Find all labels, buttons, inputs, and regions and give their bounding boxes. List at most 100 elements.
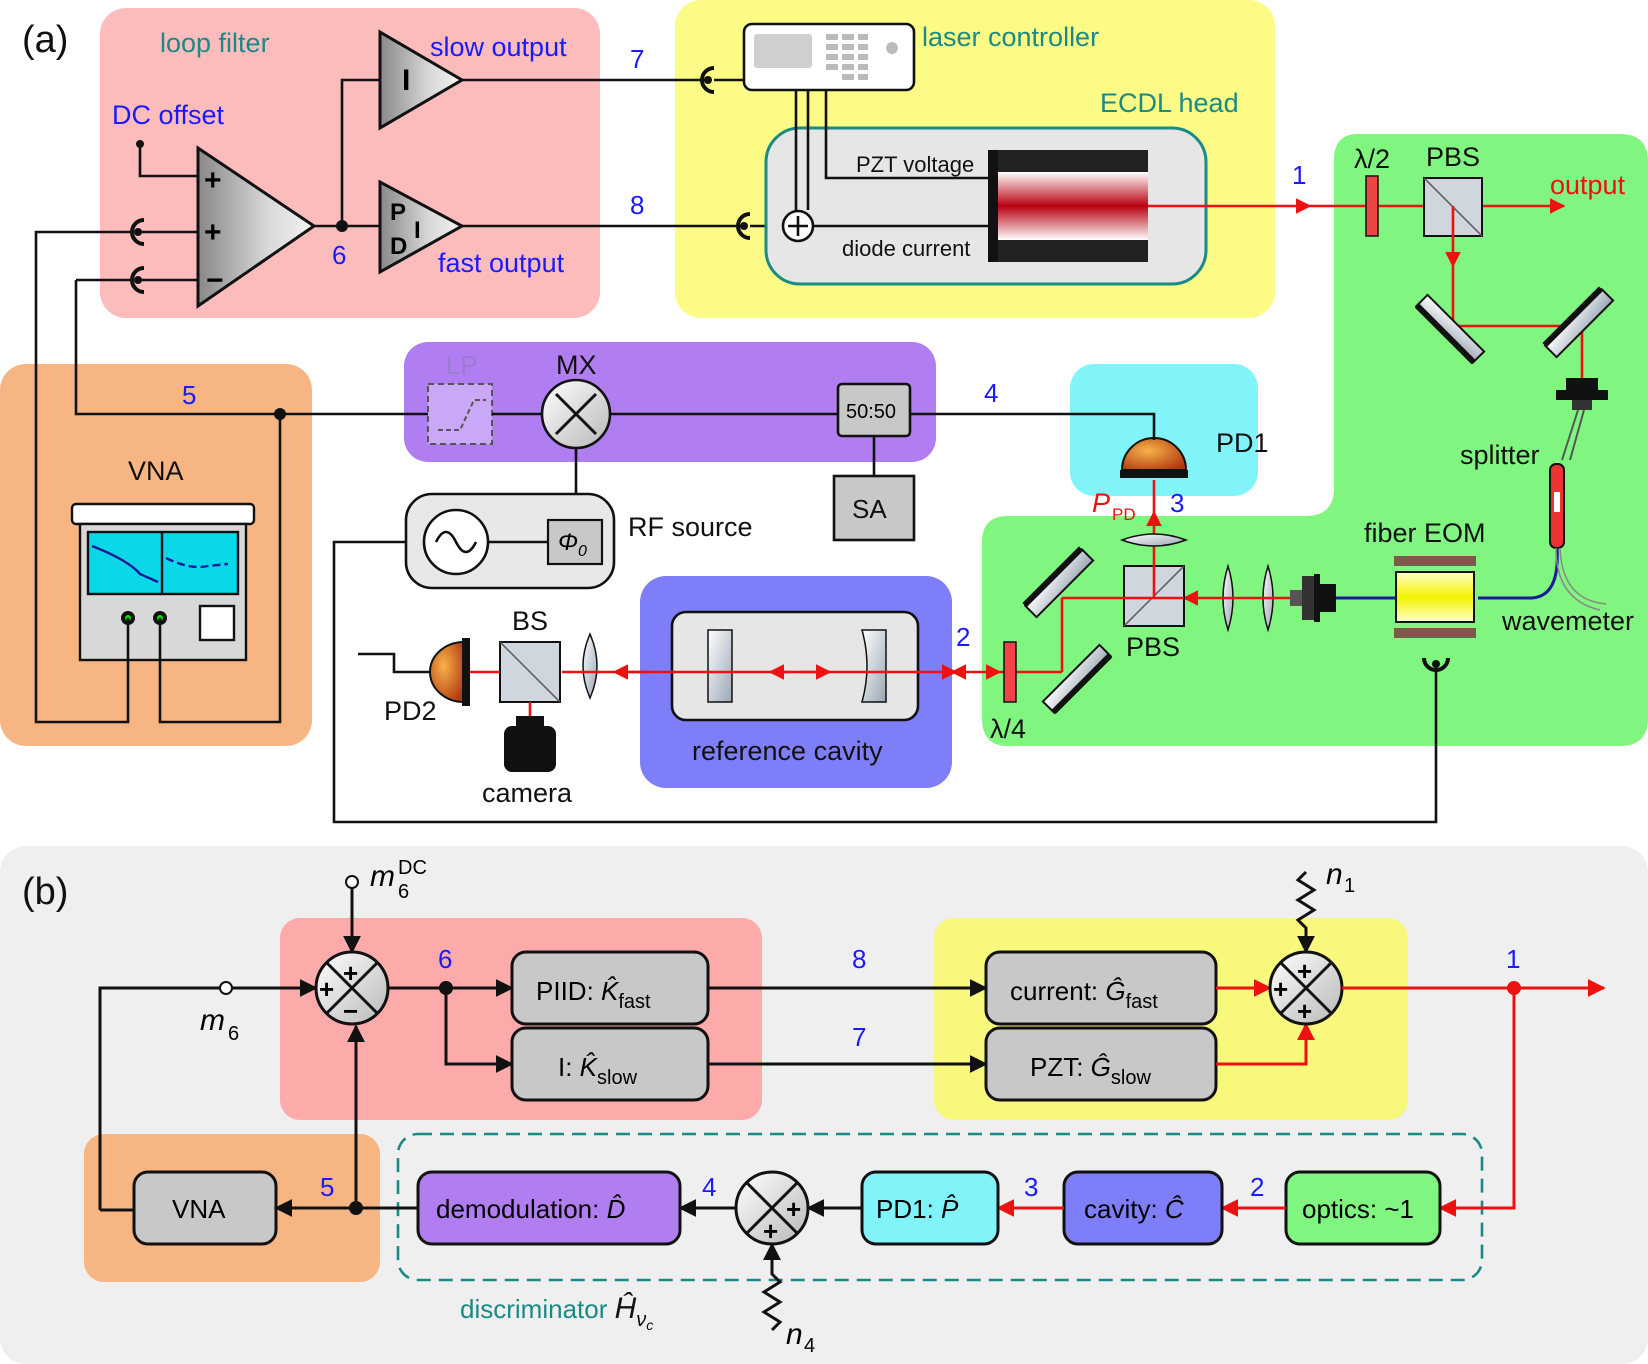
node-1-label: 1 <box>1292 160 1306 190</box>
m6dc-main: m <box>370 860 395 893</box>
integrator-label: I <box>402 64 410 97</box>
ppd-main: P <box>1092 488 1110 518</box>
node-3-label: 3 <box>1170 488 1184 518</box>
b-sum-node-laser: + + + <box>1268 950 1344 1026</box>
svg-text:+: + <box>343 958 358 988</box>
integrator-amplifier <box>378 29 465 131</box>
m6-main: m <box>200 1004 225 1037</box>
node-8-label: 8 <box>630 190 644 220</box>
cavity-flat-mirror <box>707 629 733 703</box>
bs-label: BS <box>512 606 548 636</box>
diode-current-label: diode current <box>842 236 970 261</box>
n1-sub: 1 <box>1344 875 1355 897</box>
b-node-5-label: 5 <box>320 1172 334 1202</box>
pid-d-label: D <box>390 233 407 260</box>
phase-shifter <box>546 518 604 566</box>
b-optics-label: optics: ~1 <box>1302 1194 1414 1224</box>
lens-left <box>582 632 598 700</box>
b-node-1-label: 1 <box>1506 944 1520 974</box>
b-node-2-label: 2 <box>1250 1172 1264 1202</box>
beam-splitter <box>499 641 561 703</box>
svg-text:+: + <box>763 1216 778 1246</box>
spectrum-analyzer <box>832 474 916 542</box>
laser-controller-label: laser controller <box>922 22 1099 52</box>
node-6-label: 6 <box>332 240 346 270</box>
vna-device <box>70 502 256 662</box>
phase-label: Φ <box>558 529 578 556</box>
svg-text:−: − <box>343 996 358 1026</box>
node-4-label: 4 <box>984 378 998 408</box>
b-node-6-label: 6 <box>438 944 452 974</box>
splitter-5050-label: 50:50 <box>846 401 896 423</box>
m6dc-sup: DC <box>398 857 427 879</box>
b-node-3-label: 3 <box>1024 1172 1038 1202</box>
loop-filter-label: loop filter <box>160 28 270 58</box>
amp-plus-2: + <box>204 216 222 249</box>
rf-source-label: RF source <box>628 512 753 542</box>
svg-text:+: + <box>1297 956 1312 986</box>
panel-a-label: (a) <box>22 19 68 61</box>
fiber-splitter <box>1549 463 1565 549</box>
b-piid-label: PIID: K̂fast <box>536 976 651 1013</box>
half-wave-plate <box>1365 175 1379 237</box>
b-sum-node-error: + + − <box>314 950 390 1026</box>
pd1-label: PD1 <box>1216 428 1269 458</box>
dc-offset-label: DC offset <box>112 100 225 130</box>
b-i-label: I: K̂slow <box>558 1052 638 1089</box>
rf-oscillator <box>422 508 490 576</box>
m6-sub: 6 <box>228 1023 239 1045</box>
discriminator-label: discriminator Ĥνc <box>460 1292 653 1333</box>
phase-sub: 0 <box>578 543 587 560</box>
bnc-fast <box>736 212 751 240</box>
bnc-slow <box>700 66 715 94</box>
output-label: output <box>1550 170 1626 200</box>
quarter-wave-plate <box>1003 641 1017 703</box>
quarter-wave-label: λ/4 <box>990 714 1026 744</box>
cavity-inner-box <box>670 610 920 722</box>
svg-text:+: + <box>1273 974 1288 1004</box>
half-wave-label: λ/2 <box>1354 144 1390 174</box>
b-sum-node-noise: + + <box>734 1170 810 1246</box>
pd2-detector <box>429 638 470 706</box>
fiber-coupler-top <box>1556 378 1608 410</box>
mixer <box>540 378 612 450</box>
m6dc-sub: 6 <box>398 881 409 903</box>
svg-text:+: + <box>786 1194 801 1224</box>
svg-text:+: + <box>1297 996 1312 1026</box>
pid-i-label: I <box>414 217 421 244</box>
fast-output-label: fast output <box>438 248 565 278</box>
vna-label: VNA <box>128 456 184 486</box>
pbs-top-label: PBS <box>1426 142 1480 172</box>
current-sum-node <box>781 209 815 243</box>
pd2-label: PD2 <box>384 696 437 726</box>
b-i-box <box>510 1026 710 1102</box>
summing-amplifier <box>196 145 317 309</box>
focus-lens-pd1 <box>1119 533 1189 547</box>
mirror-mid-upper <box>1022 546 1095 619</box>
slow-output-label: slow output <box>430 32 567 62</box>
cavity-curved-mirror <box>861 629 887 703</box>
b-node-7-label: 7 <box>852 1022 866 1052</box>
node-2-label: 2 <box>956 622 970 652</box>
camera-label: camera <box>482 778 573 808</box>
pzt-voltage-label: PZT voltage <box>856 152 974 177</box>
b-vna-box <box>132 1170 278 1246</box>
node-5-label: 5 <box>182 380 196 410</box>
b-node-4-label: 4 <box>702 1172 716 1202</box>
b-cavity-label: cavity: Ĉ <box>1084 1194 1184 1224</box>
mixer-region <box>404 342 936 462</box>
lp-label: LP <box>446 350 478 380</box>
mirror-top-right <box>1542 286 1615 359</box>
mirror-top-left <box>1414 293 1486 365</box>
pid-p-label: P <box>390 199 406 226</box>
b-demod-label: demodulation: D̂ <box>436 1194 625 1224</box>
b-vna-label: VNA <box>172 1194 226 1224</box>
ecdl-head-label: ECDL head <box>1100 88 1239 118</box>
amp-plus-1: + <box>204 164 222 197</box>
wavemeter-label: wavemeter <box>1501 606 1634 636</box>
pid-amplifier <box>378 179 466 275</box>
splitter-label: splitter <box>1460 440 1540 470</box>
b-node-8-label: 8 <box>852 944 866 974</box>
fiber-eom-label: fiber EOM <box>1364 518 1486 548</box>
